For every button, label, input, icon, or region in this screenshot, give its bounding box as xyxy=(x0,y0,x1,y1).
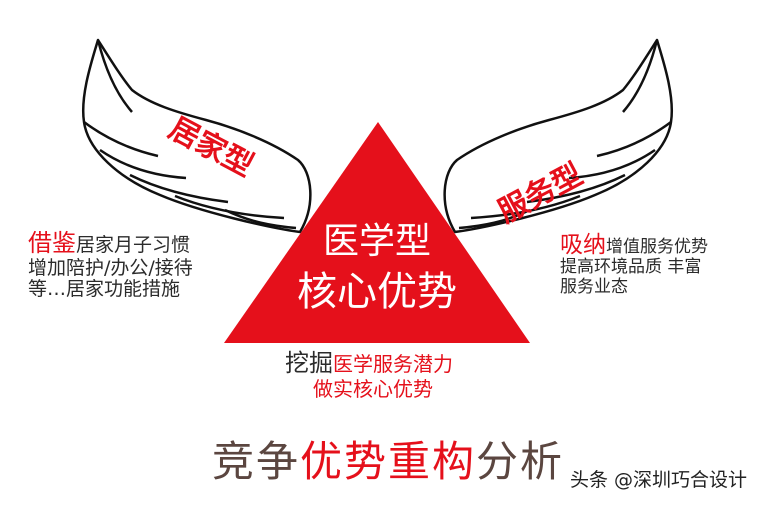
right-desc-line2: 提高环境品质 丰富 xyxy=(560,257,702,278)
right-feather-2 xyxy=(596,120,672,158)
core-title-line2: 核心优势 xyxy=(297,269,457,315)
center-description: 挖掘医学服务潜力 做实核心优势 xyxy=(285,349,453,401)
right-desc-line1-rest: 增值服务优势 xyxy=(606,237,708,257)
left-feather-3 xyxy=(99,148,187,180)
right-desc-line3: 服务业态 xyxy=(560,276,628,297)
center-desc-line1: 挖掘医学服务潜力 xyxy=(285,349,453,378)
right-feather-3 xyxy=(568,148,656,180)
left-desc-line1-rest: 居家月子习惯 xyxy=(76,234,191,256)
left-feather-4 xyxy=(129,173,229,204)
center-desc-line2: 做实核心优势 xyxy=(313,376,433,401)
right-desc-keyword: 吸纳 xyxy=(560,232,606,258)
center-desc-line1-rest: 医学服务潜力 xyxy=(333,352,453,376)
bottom-title-part1: 竞争 xyxy=(212,437,301,486)
left-desc-line2: 增加陪护/办公/接待 xyxy=(28,256,193,279)
right-wing xyxy=(443,38,673,234)
right-wing-outline xyxy=(443,38,673,234)
left-desc-line3: 等…居家功能措施 xyxy=(28,278,181,301)
left-wing xyxy=(82,38,312,234)
right-feather-1 xyxy=(622,39,659,113)
center-desc-keyword: 挖掘 xyxy=(285,349,333,377)
left-feather-1 xyxy=(96,39,133,113)
right-feather-6 xyxy=(458,208,531,230)
right-description: 吸纳增值服务优势 提高环境品质 丰富 服务业态 xyxy=(560,232,708,298)
right-desc-line1: 吸纳增值服务优势 xyxy=(560,232,708,258)
bottom-title-part2: 优势重构 xyxy=(300,437,477,486)
core-triangle xyxy=(224,122,530,343)
left-description: 借鉴居家月子习惯 增加陪护/办公/接待 等…居家功能措施 xyxy=(28,229,193,301)
core-title-line1: 医学型 xyxy=(323,221,431,262)
left-wing-outline xyxy=(82,38,312,234)
right-feather-4 xyxy=(526,173,626,204)
watermark: 头条 @深圳巧合设计 xyxy=(570,469,748,491)
left-feather-2 xyxy=(83,120,159,158)
left-desc-line1: 借鉴居家月子习惯 xyxy=(28,229,193,258)
bottom-title-part3: 分析 xyxy=(476,437,565,486)
left-desc-keyword: 借鉴 xyxy=(28,229,76,257)
left-feather-6 xyxy=(224,208,297,230)
bottom-title: 竞争优势重构分析 xyxy=(212,437,565,486)
